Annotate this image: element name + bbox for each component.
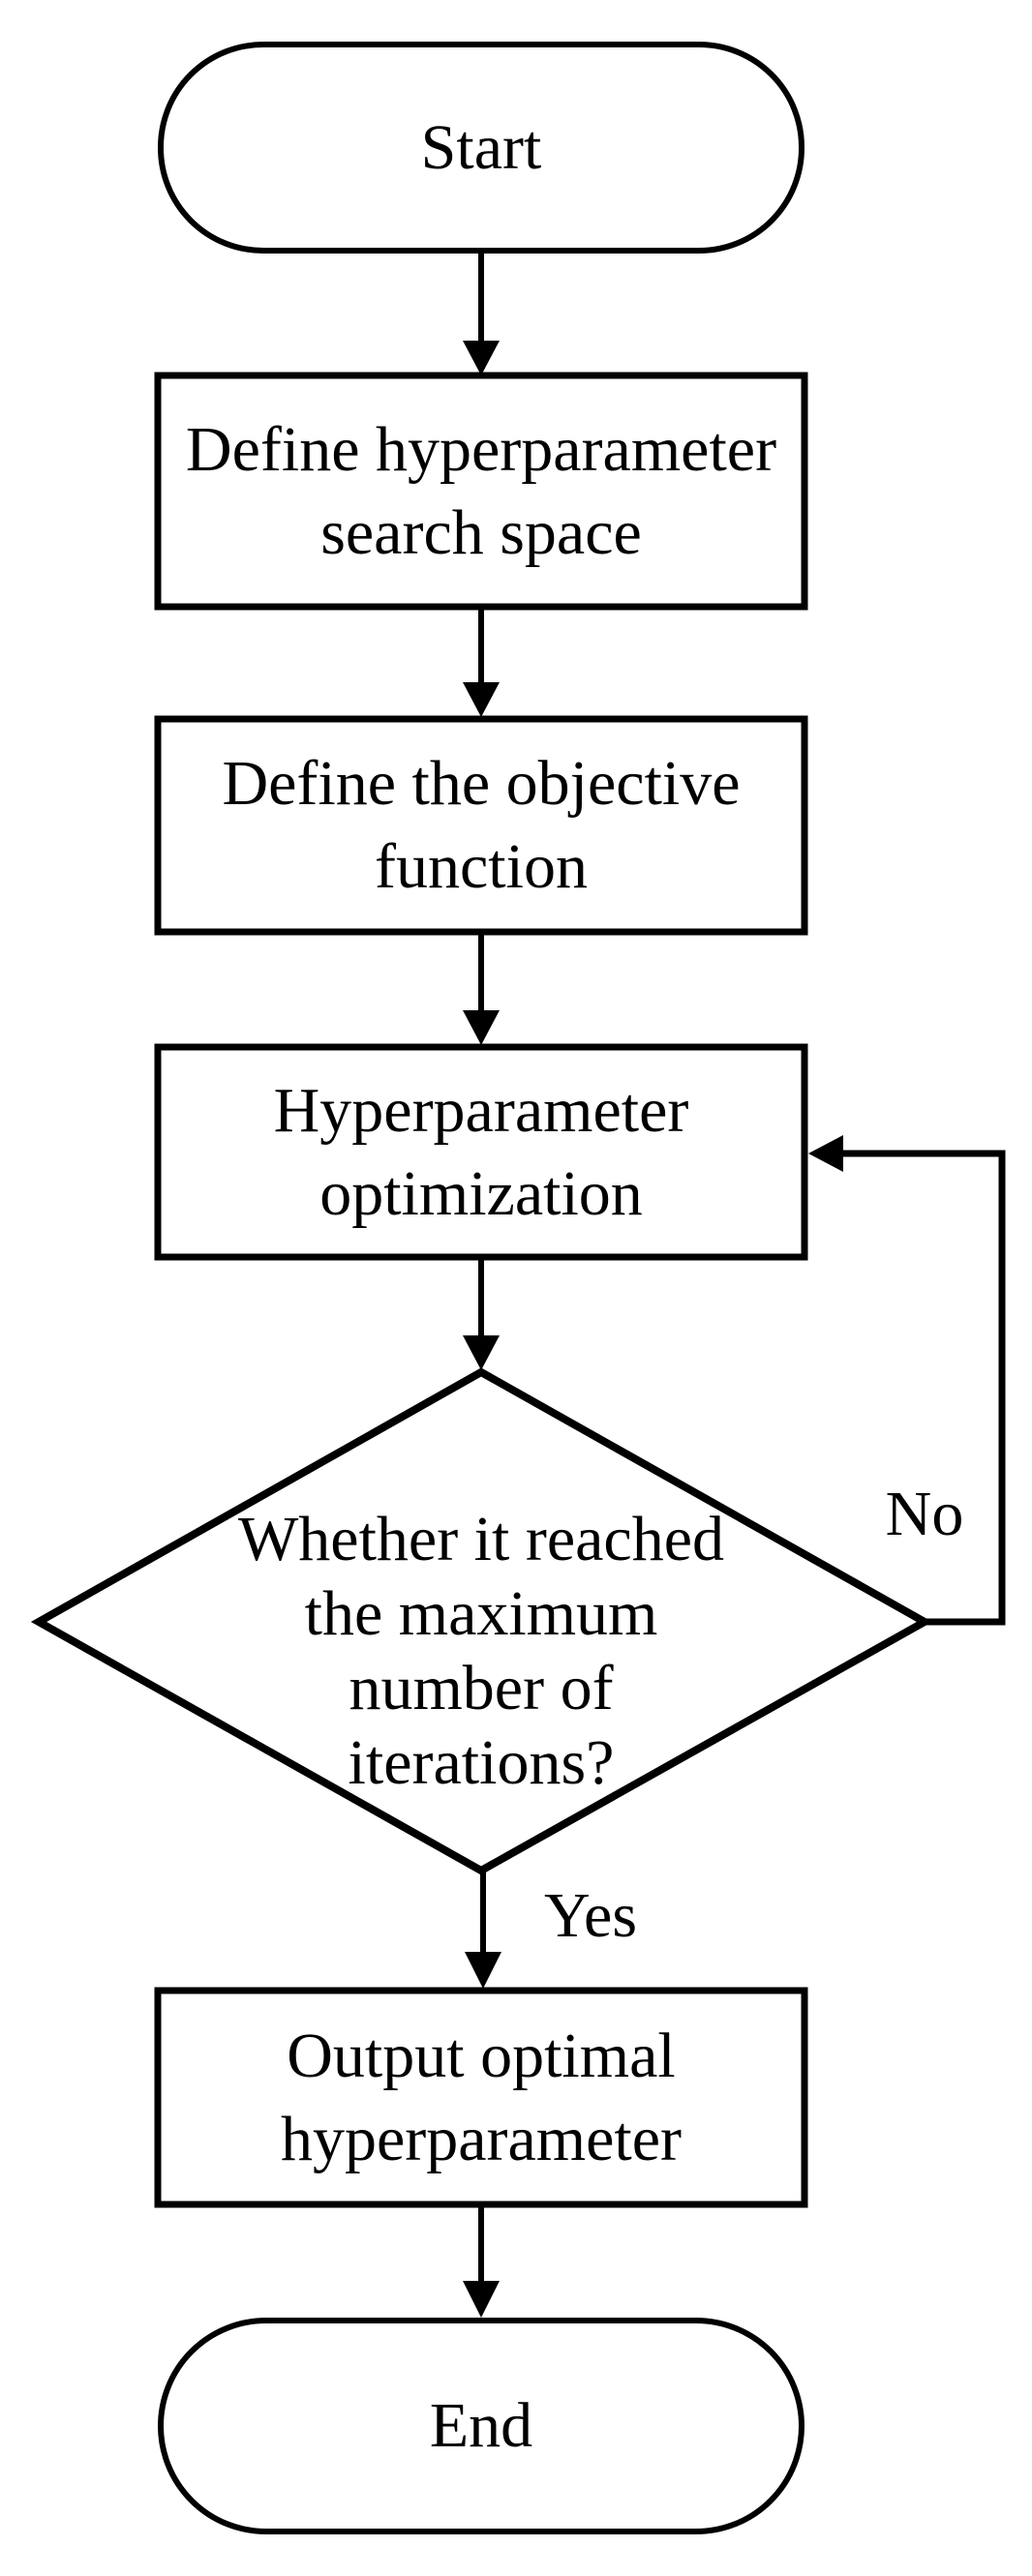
- optimization-label: Hyperparameter optimization: [158, 1047, 804, 1257]
- arrowhead-no-into-optimization: [808, 1135, 843, 1172]
- arrowhead-objective-to-optimization: [463, 1010, 500, 1045]
- end-label: End: [161, 2321, 802, 2531]
- output-label-line1: Output optimal: [287, 2020, 676, 2091]
- end-label-text: End: [429, 2390, 533, 2461]
- output-optimal-box: [154, 1987, 808, 2208]
- output-label: Output optimal hyperparameter: [158, 1991, 804, 2204]
- objective-label-line2: function: [375, 831, 588, 902]
- arrowhead-search-space-to-objective: [463, 682, 500, 717]
- define-objective-box: [154, 715, 808, 936]
- end-terminator-shape: [158, 2318, 804, 2534]
- yes-edge-label: Yes: [543, 1880, 638, 1951]
- output-label-line2: hyperparameter: [280, 2103, 683, 2174]
- start-label: Start: [161, 45, 802, 251]
- decision-label: Whether it reached the maximum number of…: [142, 1372, 820, 1871]
- define-search-space-box: [154, 372, 808, 611]
- search-space-label-line1: Define hyperparameter: [185, 413, 777, 485]
- arrowhead-decision-to-output: [465, 1952, 501, 1989]
- decision-label-line4: iterations?: [348, 1726, 615, 1798]
- start-label-text: Start: [420, 111, 542, 183]
- no-edge-label: No: [885, 1479, 964, 1549]
- decision-label-line2: the maximum: [304, 1577, 658, 1649]
- search-space-label-line2: search space: [320, 496, 642, 568]
- arrowhead-start-to-search-space: [463, 341, 500, 375]
- arrowhead-optimization-to-decision: [463, 1335, 500, 1370]
- feedback-no-path: [843, 1150, 1006, 1626]
- arrowhead-output-to-end: [463, 2281, 500, 2318]
- search-space-label: Define hyperparameter search space: [158, 375, 804, 607]
- optimization-label-line1: Hyperparameter: [273, 1074, 689, 1146]
- objective-label: Define the objective function: [158, 719, 804, 932]
- optimization-label-line2: optimization: [319, 1157, 643, 1229]
- decision-label-line1: Whether it reached: [237, 1503, 725, 1574]
- decision-label-line3: number of: [349, 1652, 614, 1723]
- objective-label-line1: Define the objective: [222, 748, 741, 819]
